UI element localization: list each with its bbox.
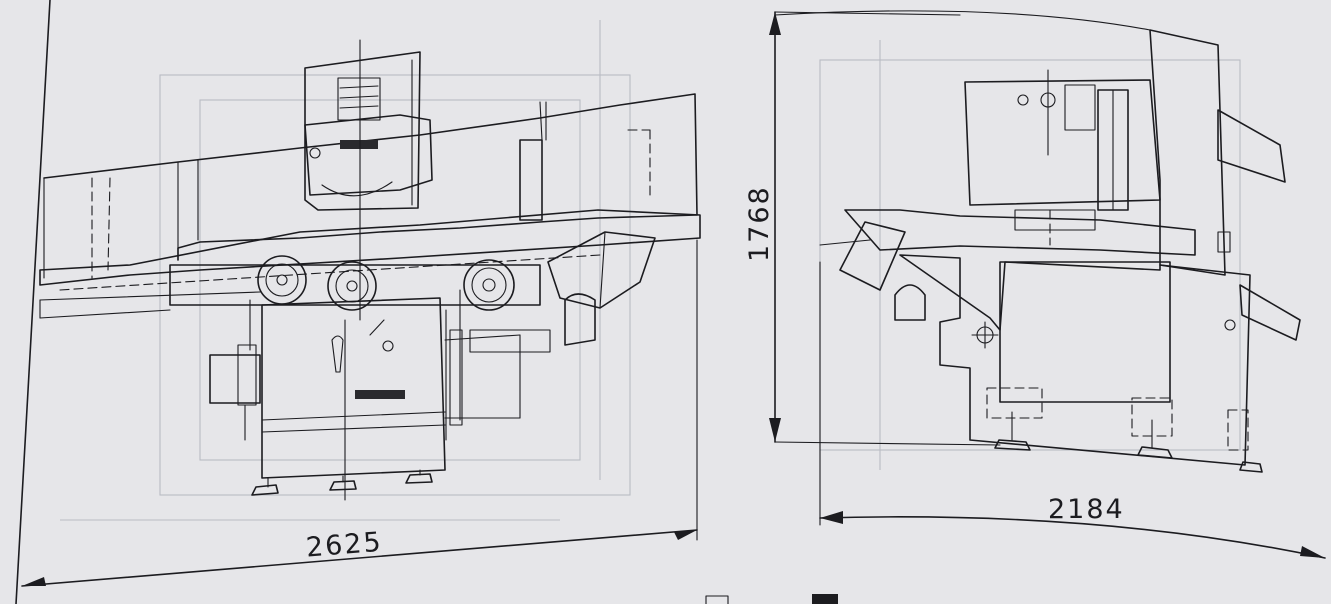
lever-icon [331,335,344,373]
machine-base [261,297,446,479]
work-table [39,209,701,286]
side-table [844,209,1196,256]
front-view [39,39,701,501]
side-adjust-knob-icon [1040,92,1056,108]
handwheel-left [257,255,307,305]
side-base [899,254,1251,466]
wheel-guard [304,114,433,196]
handwheel-right [463,259,515,311]
saddle [169,264,541,306]
control-box-left [209,354,261,404]
brand-plate-head [340,140,378,149]
brand-plate-base [355,390,405,399]
leveling-feet-front [251,469,433,496]
coolant-post [519,139,543,221]
front-width-label: 2625 [305,527,384,564]
side-rear-column [1149,29,1226,276]
side-depth-label: 2184 [1048,494,1125,525]
side-view [774,10,1301,473]
leveling-feet-side [986,387,1263,473]
side-cabinet-panel [999,261,1171,403]
height-label: 1768 [744,185,775,262]
coolant-hose [1217,109,1286,183]
dimension-height: 1768 [744,11,1001,446]
hydraulic-unit [547,231,656,309]
side-hood [964,79,1161,206]
page-edge-line [15,0,51,604]
bleed-through-ghost-lines [60,20,1241,521]
side-control-box [839,221,906,291]
dimension-side-depth: 2184 [819,261,1326,559]
wheel-head-column [304,51,421,211]
dimension-front-width: 2625 [21,239,698,587]
page-bottom-fragments [705,594,838,604]
